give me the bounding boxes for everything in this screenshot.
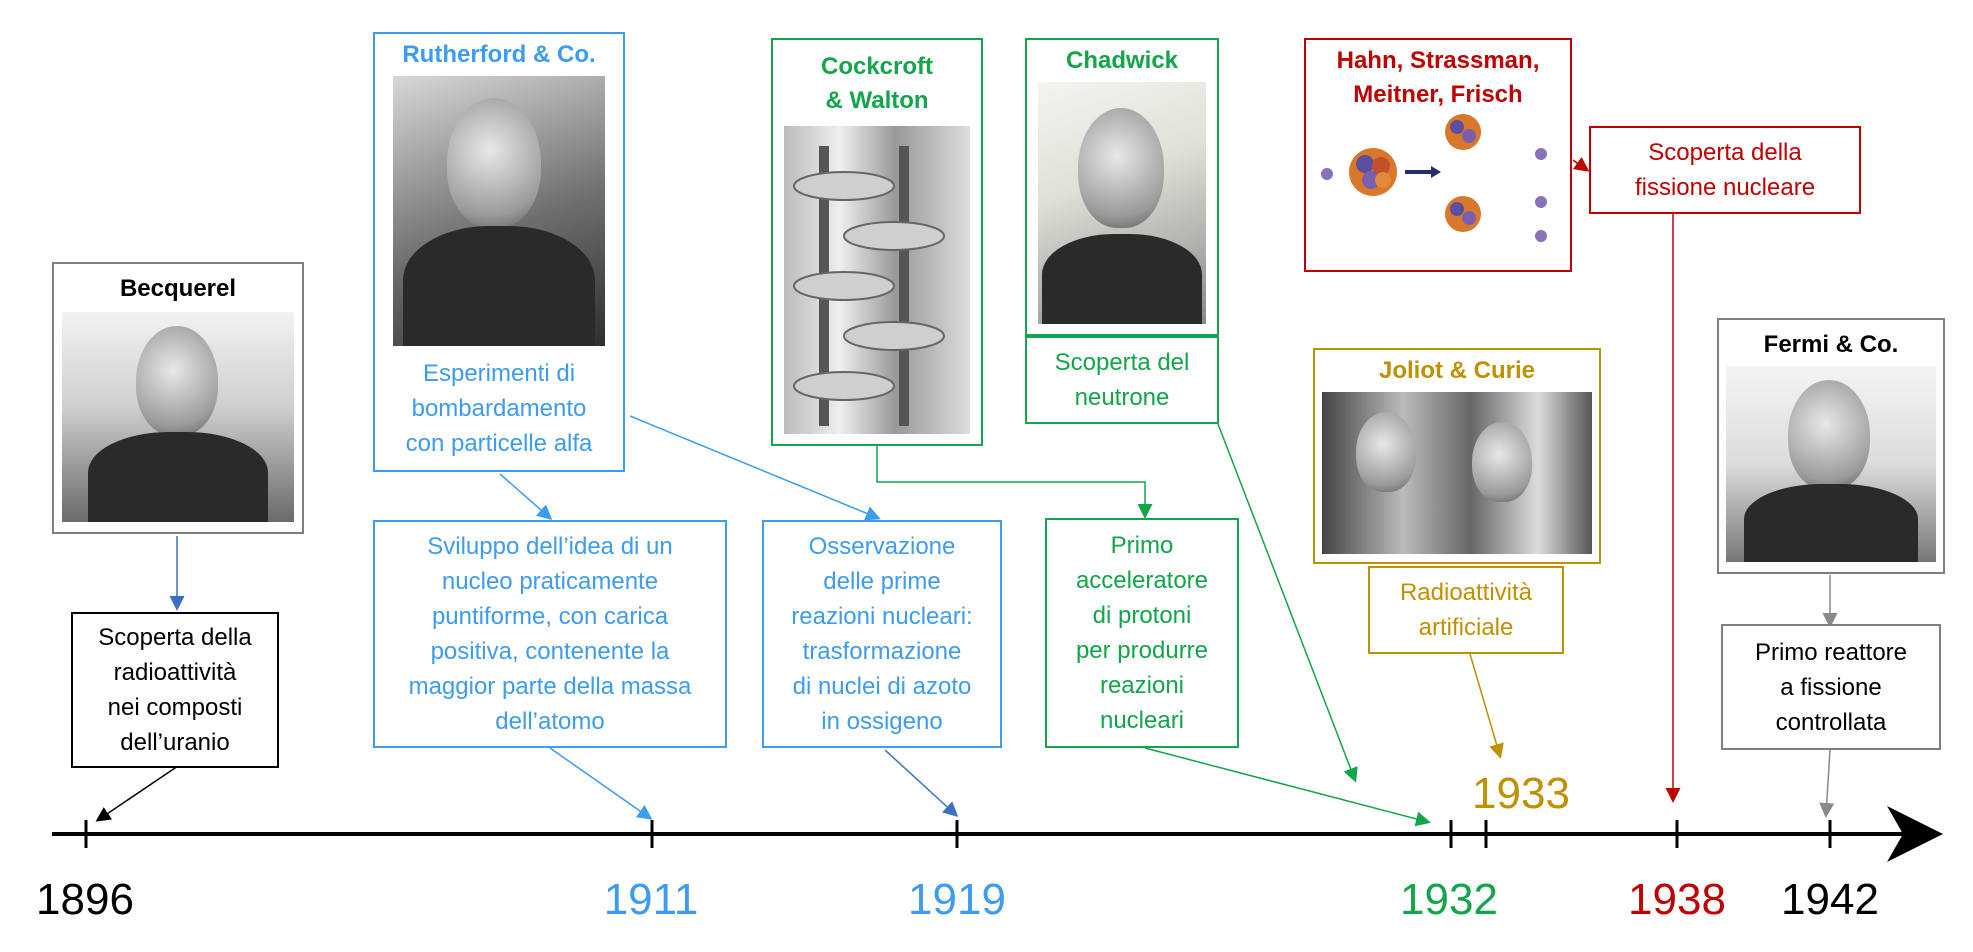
nuclear-reactions-event: Osservazione delle prime reazioni nuclea… [762, 520, 1002, 748]
hahn-strassman-names: Hahn, Strassman, Meitner, Frisch [1336, 47, 1540, 108]
joliot-curie-card: Joliot & Curie [1313, 348, 1601, 564]
axis-ticks [84, 820, 1832, 848]
joliot-curie-name: Joliot & Curie [1378, 357, 1535, 384]
becquerel-event: Scoperta della radioattività nei compost… [71, 612, 279, 768]
rutherford-nucleus-idea: Sviluppo dell’idea di un nucleo praticam… [373, 520, 727, 748]
fission-illustration [1321, 114, 1547, 242]
cockcroft-walton-card: Cockcroft & Walton [771, 38, 983, 446]
fermi-name: Fermi & Co. [1763, 331, 1899, 358]
fission-discovery-event: Scoperta della fissione nucleare [1589, 126, 1861, 214]
becquerel-name: Becquerel [119, 275, 237, 302]
chadwick-card: Chadwick [1025, 38, 1219, 336]
year-1919: 1919 [908, 875, 1006, 924]
fermi-card: Fermi & Co. [1717, 318, 1945, 574]
cockcroft-walton-name: Cockcroft & Walton [820, 53, 934, 114]
rutherford-name: Rutherford & Co. [402, 41, 596, 68]
accelerator-photo [784, 126, 970, 434]
year-1938: 1938 [1628, 875, 1726, 924]
joliot-curie-photo [1322, 392, 1592, 554]
proton-accelerator-event: Primo acceleratore di protoni per produr… [1045, 518, 1239, 748]
year-1932: 1932 [1400, 875, 1498, 924]
year-1942: 1942 [1781, 875, 1879, 924]
becquerel-card: Becquerel [52, 262, 304, 534]
year-1933: 1933 [1472, 769, 1570, 818]
fission-reactor-event: Primo reattore a fissione controllata [1721, 624, 1941, 750]
hahn-strassman-card: Hahn, Strassman, Meitner, Frisch [1304, 38, 1572, 272]
rutherford-experiment: Esperimenti di bombardamento con partice… [405, 360, 593, 457]
neutron-discovery-event: Scoperta del neutrone [1025, 336, 1219, 424]
rutherford-portrait [393, 76, 605, 346]
year-1911: 1911 [603, 875, 699, 924]
chadwick-portrait [1038, 82, 1206, 324]
fermi-portrait [1726, 366, 1936, 562]
artificial-radioactivity-event: Radioattività artificiale [1368, 566, 1564, 654]
rutherford-card: Rutherford & Co. Esperimenti di bombarda… [373, 32, 625, 472]
chadwick-name: Chadwick [1065, 47, 1179, 74]
year-1896: 1896 [36, 875, 134, 924]
becquerel-portrait [62, 312, 294, 522]
